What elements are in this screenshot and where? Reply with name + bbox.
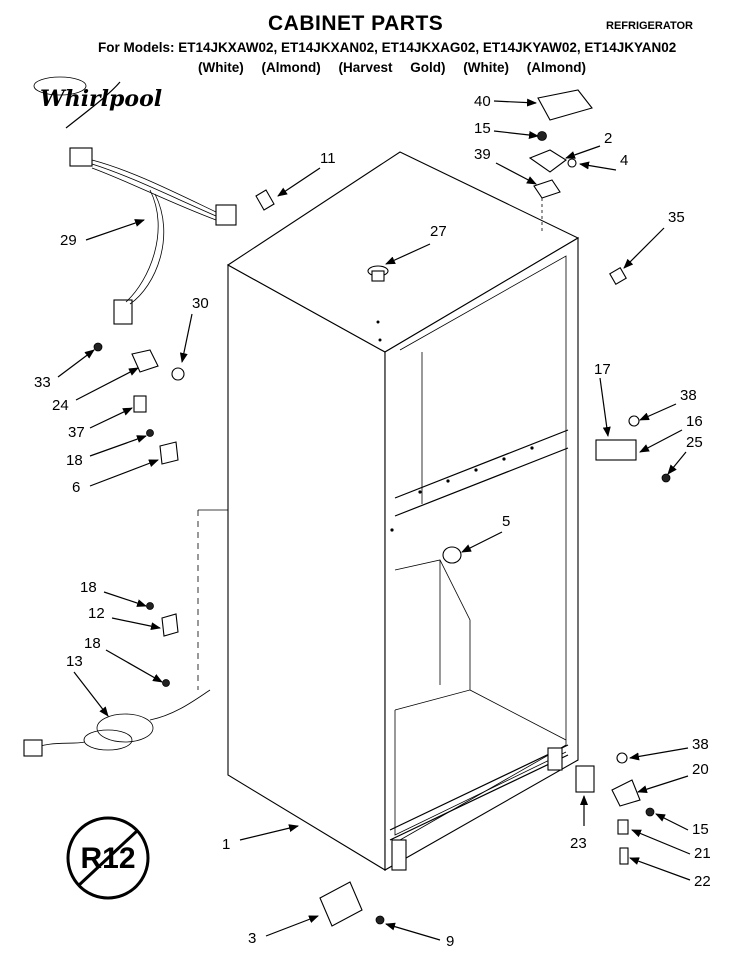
callout-37: 37 — [68, 424, 85, 441]
callout-3: 3 — [248, 930, 256, 947]
callout-6: 6 — [72, 479, 80, 496]
plug-button-part — [442, 546, 462, 564]
leader-arrow-15b — [655, 813, 689, 831]
callout-21: 21 — [694, 845, 711, 862]
leader-arrow-17 — [599, 377, 611, 437]
callout-23: 23 — [570, 835, 587, 852]
leader-arrow-5 — [461, 531, 503, 553]
leader-arrow-38b — [629, 747, 689, 761]
leader-arrow-25 — [667, 451, 687, 475]
r12-badge: R12 — [66, 816, 150, 900]
leader-arrow-1 — [239, 824, 299, 841]
callout-12: 12 — [88, 605, 105, 622]
leader-arrow-40 — [493, 98, 537, 107]
top-hinge-parts — [528, 131, 577, 232]
center-hinge-parts — [595, 415, 671, 483]
leader-arrow-29 — [85, 219, 145, 241]
leader-arrow-37 — [89, 407, 133, 429]
leader-arrow-9 — [385, 922, 441, 941]
leveling-leg-parts — [319, 839, 407, 927]
callout-4: 4 — [620, 152, 628, 169]
stop-part — [609, 267, 627, 285]
leader-arrow-20 — [637, 775, 689, 794]
callout-25: 25 — [686, 434, 703, 451]
callout-24: 24 — [52, 397, 69, 414]
leader-arrow-18c — [105, 649, 163, 683]
leader-arrow-12 — [111, 617, 161, 631]
callout-29: 29 — [60, 232, 77, 249]
callout-18a: 18 — [66, 452, 83, 469]
callout-15a: 15 — [474, 120, 491, 137]
callout-27: 27 — [430, 223, 447, 240]
leader-arrow-35 — [623, 227, 665, 269]
callout-30: 30 — [192, 295, 209, 312]
bottom-hinge-parts — [547, 747, 655, 865]
power-cord-part — [23, 602, 211, 757]
callout-leaders — [57, 98, 691, 941]
leader-arrow-16 — [639, 429, 683, 453]
leader-arrow-33 — [57, 349, 95, 378]
callout-5: 5 — [502, 513, 510, 530]
callout-13: 13 — [66, 653, 83, 670]
leader-arrow-39 — [495, 162, 537, 185]
callout-38a: 38 — [680, 387, 697, 404]
callout-11: 11 — [320, 150, 336, 167]
wiring-harness-part — [69, 147, 237, 325]
brand-swoosh — [33, 76, 121, 129]
callout-38b: 38 — [692, 736, 709, 753]
leader-arrow-30 — [179, 313, 193, 363]
leader-arrow-21 — [631, 829, 691, 855]
callout-18b: 18 — [80, 579, 97, 596]
leader-arrow-6 — [89, 459, 159, 487]
callout-35: 35 — [668, 209, 685, 226]
callout-20: 20 — [692, 761, 709, 778]
top-plug-part — [367, 265, 389, 342]
callout-18c: 18 — [84, 635, 101, 652]
cabinet-body — [197, 151, 580, 871]
callout-17: 17 — [594, 361, 611, 378]
bolt-part — [255, 189, 275, 211]
callout-15b: 15 — [692, 821, 709, 838]
model-list: For Models: ET14JKXAW02, ET14JKXAN02, ET… — [98, 40, 677, 55]
leader-arrow-18b — [103, 591, 147, 607]
callout-2: 2 — [604, 130, 612, 147]
left-hardware-parts — [93, 342, 185, 465]
product-type: REFRIGERATOR — [606, 20, 693, 32]
leader-arrow-2 — [565, 145, 601, 159]
callout-33: 33 — [34, 374, 51, 391]
leader-arrow-18a — [89, 435, 147, 457]
callout-1: 1 — [222, 836, 230, 853]
leader-arrow-27 — [385, 243, 431, 265]
r12-badge-label: R12 — [80, 842, 135, 875]
leader-arrow-24 — [75, 367, 139, 401]
leader-arrow-13 — [73, 671, 109, 717]
mullion-holes — [390, 446, 534, 532]
leader-arrow-38a — [639, 403, 677, 421]
callout-16: 16 — [686, 413, 703, 430]
leader-arrow-11 — [277, 167, 321, 197]
callout-9: 9 — [446, 933, 454, 950]
leader-arrow-3 — [265, 915, 319, 937]
brand-logo: Whirlpool — [40, 86, 163, 112]
leader-arrow-15a — [493, 130, 539, 139]
page-title: CABINET PARTS — [268, 12, 444, 35]
callout-22: 22 — [694, 873, 711, 890]
leader-arrow-22 — [629, 857, 691, 881]
callout-40: 40 — [474, 93, 491, 110]
leader-arrow-4 — [579, 161, 617, 171]
hinge-cover-part — [537, 89, 593, 121]
color-list: (White) (Almond) (Harvest Gold) (White) … — [198, 60, 586, 75]
callout-39: 39 — [474, 146, 491, 163]
